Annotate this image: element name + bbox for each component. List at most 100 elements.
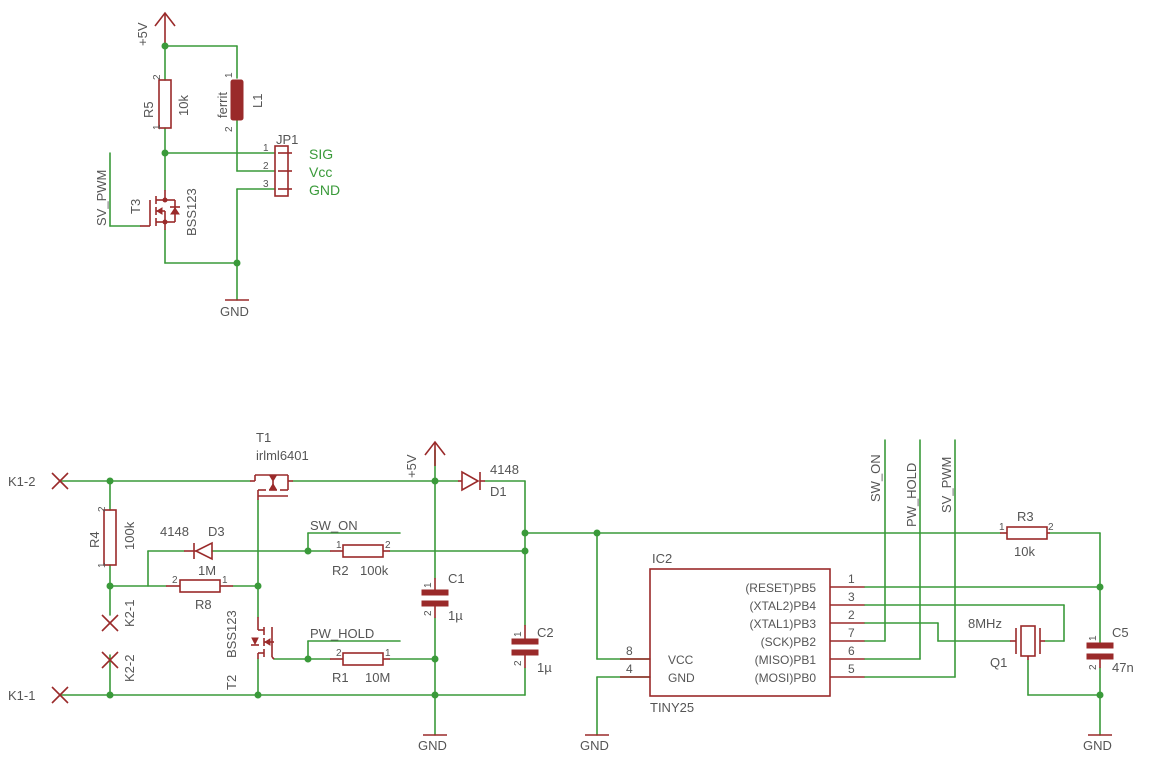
t1-name: T1	[256, 430, 271, 445]
gnd-power-symbol: GND	[418, 734, 447, 753]
sv-pwm-net-label: SV_PWM	[94, 170, 109, 226]
r4-pin2: 2	[97, 506, 108, 512]
r5-value: 10k	[176, 95, 191, 116]
sw-on-top-label: SW_ON	[868, 454, 883, 502]
inductor-l1[interactable]: ferrit L1 1 2	[215, 72, 265, 132]
r2-pin2: 2	[385, 540, 391, 551]
d1-value: 4148	[490, 462, 519, 477]
ic2-gnd-label: GND	[668, 671, 695, 685]
connector-k2-2[interactable]: K2-2	[101, 651, 137, 682]
resistor-r2[interactable]: 1 2 R2 100k	[330, 540, 391, 578]
ic2-vcc-label: VCC	[668, 653, 694, 667]
t2-name: T2	[224, 675, 239, 690]
c5-pin1: 1	[1088, 635, 1099, 641]
resistor-r1[interactable]: 2 1 R1 10M	[330, 648, 391, 685]
r3-name: R3	[1017, 509, 1034, 524]
connector-k1-2[interactable]: K1-2	[8, 472, 69, 490]
r2-name: R2	[332, 563, 349, 578]
pw-hold-top-label: PW_HOLD	[904, 463, 919, 527]
c1-name: C1	[448, 571, 465, 586]
ic2-pin8-num: 8	[626, 644, 633, 658]
d3-value: 4148	[160, 524, 189, 539]
ic2-pin7-num: 7	[848, 626, 855, 640]
k1-2-label: K1-2	[8, 474, 35, 489]
ic2-right-pins: 1 3 2 7 6 5 (RESET)PB5 (XTAL2)PB4 (XTAL1…	[745, 572, 865, 685]
c1-value: 1µ	[448, 608, 463, 623]
plus5v-top-label: +5V	[135, 22, 150, 46]
plus5v-top-symbol: +5V	[135, 11, 176, 46]
jp1-pin1: 1	[263, 143, 269, 154]
l1-value: ferrit	[215, 92, 230, 118]
plus5v-bottom-label: +5V	[404, 454, 419, 478]
r2-value: 100k	[360, 563, 389, 578]
diode-d3[interactable]: 4148 D3	[160, 524, 225, 561]
r4-name: R4	[87, 531, 102, 548]
r8-name: R8	[195, 597, 212, 612]
c2-pin1: 1	[513, 631, 524, 637]
l1-name: L1	[250, 94, 265, 108]
diode-d1[interactable]: 4148 D1	[458, 462, 519, 499]
jp1-gnd-label: GND	[309, 182, 340, 198]
c2-value: 1µ	[537, 660, 552, 675]
capacitor-c2[interactable]: 1 2 C2 1µ	[511, 625, 554, 675]
mosfet-t3[interactable]: T3 BSS123	[128, 188, 199, 236]
k2-1-label: K2-1	[122, 600, 137, 627]
mosfet-t2[interactable]: BSS123 T2	[224, 610, 275, 690]
t2-value: BSS123	[224, 610, 239, 658]
connector-k1-1[interactable]: K1-1	[8, 686, 69, 704]
plus5v-bottom-symbol: +5V	[404, 440, 446, 478]
ic-tiny25[interactable]: IC2 TINY25 8 4 VCC GND 1 3 2 7 6	[620, 551, 865, 715]
resistor-r4[interactable]: R4 100k 2 1	[87, 506, 137, 568]
c2-pin2: 2	[513, 660, 524, 666]
resistor-r8[interactable]: 1M R8 2 1	[166, 563, 233, 612]
ic2-pin1-num: 1	[848, 572, 855, 586]
jp1-pin3: 3	[263, 179, 269, 190]
gnd-power-label: GND	[418, 738, 447, 753]
c5-value: 47n	[1112, 660, 1134, 675]
jp1-sig-label: SIG	[309, 146, 333, 162]
d3-name: D3	[208, 524, 225, 539]
r3-value: 10k	[1014, 544, 1035, 559]
capacitor-c1[interactable]: 1 2 C1 1µ	[421, 571, 465, 623]
c2-name: C2	[537, 625, 554, 640]
c1-pin2: 2	[423, 610, 434, 616]
ic2-pin6-num: 6	[848, 644, 855, 658]
gnd-servo-symbol: GND	[220, 299, 249, 319]
power-section: K1-2 K1-1 K2-1 K2-2 R4 100k 2 1	[8, 430, 1101, 753]
r1-pin1: 1	[385, 648, 391, 659]
resistor-r3[interactable]: 1 2 R3 10k	[999, 509, 1054, 559]
resistor-r5[interactable]: R5 10k 2 1	[141, 74, 191, 130]
k2-2-label: K2-2	[122, 655, 137, 682]
gnd-c5-symbol: GND	[1083, 734, 1112, 753]
q1-name: Q1	[990, 655, 1007, 670]
ic2-name: IC2	[652, 551, 672, 566]
mosfet-t1[interactable]: T1 irlml6401	[250, 430, 309, 500]
c5-name: C5	[1112, 625, 1129, 640]
r3-pin1: 1	[999, 522, 1005, 533]
capacitor-c5[interactable]: 1 2 C5 47n	[1086, 625, 1134, 675]
gnd-mcu-label: GND	[580, 738, 609, 753]
ic2-pb2-label: (SCK)PB2	[761, 635, 817, 649]
ic2-pin2-num: 2	[848, 608, 855, 622]
c1-pin1: 1	[423, 582, 434, 588]
l1-pin2: 2	[224, 126, 235, 132]
t3-value: BSS123	[184, 188, 199, 236]
gnd-servo-label: GND	[220, 304, 249, 319]
l1-pin1: 1	[224, 72, 235, 78]
k1-1-label: K1-1	[8, 688, 35, 703]
d1-name: D1	[490, 484, 507, 499]
connector-k2-1[interactable]: K2-1	[101, 600, 137, 632]
ic2-pin3-num: 3	[848, 590, 855, 604]
r1-name: R1	[332, 670, 349, 685]
ic2-pin5-num: 5	[848, 662, 855, 676]
crystal-q1[interactable]: 8MHz Q1	[968, 616, 1045, 670]
gnd-c5-label: GND	[1083, 738, 1112, 753]
pw-hold-net-label: PW_HOLD	[310, 626, 374, 641]
r5-name: R5	[141, 101, 156, 118]
ic2-pb0-label: (MOSI)PB0	[755, 671, 817, 685]
ic2-value: TINY25	[650, 700, 694, 715]
ic2-pb1-label: (MISO)PB1	[755, 653, 817, 667]
jumper-jp1[interactable]: JP1 1 2 3 SIG Vcc GND	[263, 132, 340, 198]
